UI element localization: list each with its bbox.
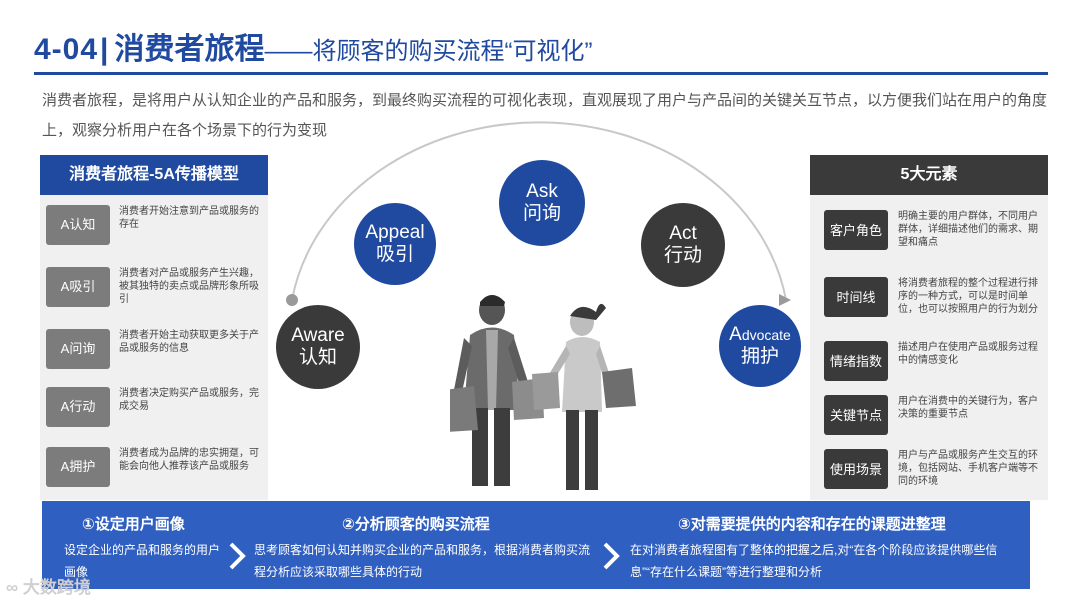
title-main: 消费者旅程	[114, 33, 265, 66]
arc-start-dot	[286, 294, 298, 306]
five-elements-panel: 5大元素 客户角色 明确主要的用户群体，不同用户群体，详细描述他们的需求、期望和…	[810, 155, 1048, 500]
stage-tag: A吸引	[46, 267, 110, 307]
node-en-label: Aware	[291, 325, 345, 346]
man-figure	[450, 295, 544, 486]
stage-row: A行动 消费者决定购买产品或服务，完成交易	[46, 387, 264, 431]
stage-tag: A拥护	[46, 447, 110, 487]
stage-row: A问询 消费者开始主动获取更多关于产品或服务的信息	[46, 329, 264, 373]
stage-row: A吸引 消费者对产品或服务产生兴趣，被其独特的卖点或品牌形象所吸引	[46, 267, 264, 311]
node-zh-label: 认知	[298, 347, 337, 368]
woman-figure	[532, 303, 636, 490]
element-tag: 时间线	[824, 277, 888, 317]
step-3-title: ③对需要提供的内容和存在的课题进整理	[678, 516, 946, 533]
node-zh-label: 吸引	[375, 244, 414, 265]
element-description: 描述用户在使用产品或服务过程中的情感变化	[898, 342, 1038, 366]
title-subtitle: 将顾客的购买流程“可视化”	[312, 38, 593, 65]
shopper-illustration	[450, 295, 636, 490]
step-1-text: 设定企业的产品和服务的用户画像	[64, 543, 221, 579]
node-en-label: Advocate	[729, 324, 791, 346]
stage-row: A认知 消费者开始注意到产品或服务的存在	[46, 205, 264, 249]
arc-end-arrow	[779, 294, 791, 306]
stage-description: 消费者决定购买产品或服务，完成交易	[119, 388, 259, 412]
journey-node-ask: Ask 问询	[499, 160, 585, 246]
title-separator: |	[100, 33, 109, 66]
page-title: 4-04|消费者旅程——将顾客的购买流程“可视化”	[34, 24, 592, 68]
stage-description: 消费者开始注意到产品或服务的存在	[119, 206, 259, 230]
stage-tag: A行动	[46, 387, 110, 427]
chevron-right-icon	[229, 542, 246, 570]
stage-row: A拥护 消费者成为品牌的忠实拥趸，可能会向他人推荐该产品或服务	[46, 447, 264, 491]
element-tag: 客户角色	[824, 210, 888, 250]
title-dash: ——	[264, 38, 313, 65]
element-description: 用户在消费中的关键行为，客户决策的重要节点	[898, 396, 1038, 420]
watermark: ∞ 大数跨境	[6, 573, 91, 598]
stage-tag: A认知	[46, 205, 110, 245]
panel-heading: 5大元素	[810, 155, 1048, 195]
title-underline	[34, 72, 1048, 75]
step-2-text: 思考顾客如何认知并购买企业的产品和服务，根据消费者购买流程分析应该采取哪些具体的…	[254, 543, 591, 579]
node-zh-label: 问询	[522, 203, 561, 224]
journey-node-appeal: Appeal 吸引	[354, 203, 436, 285]
journey-node-aware: Aware 认知	[276, 305, 360, 389]
journey-node-act: Act 行动	[641, 203, 725, 287]
node-zh-label: 拥护	[740, 346, 779, 367]
chevron-right-icon	[603, 542, 620, 570]
watermark-text: 大数跨境	[22, 578, 91, 597]
element-tag: 情绪指数	[824, 341, 888, 381]
node-zh-label: 行动	[663, 245, 702, 266]
node-en-rest: dvocate	[741, 327, 791, 343]
five-a-model-panel: 消费者旅程-5A传播模型 A认知 消费者开始注意到产品或服务的存在 A吸引 消费…	[40, 155, 268, 500]
stage-description: 消费者对产品或服务产生兴趣，被其独特的卖点或品牌形象所吸引	[119, 268, 259, 305]
step-3-text: 在对消费者旅程图有了整体的把握之后,对“在各个阶段应该提供哪些信息”“存在什么课…	[630, 543, 998, 579]
stage-tag: A问询	[46, 329, 110, 369]
panel-heading: 消费者旅程-5A传播模型	[40, 155, 268, 195]
element-description: 将消费者旅程的整个过程进行排序的一种方式，可以是时间单位，也可以按照用户的行为划…	[898, 278, 1038, 315]
intro-paragraph: 消费者旅程，是将用户从认知企业的产品和服务，到最终购买流程的可视化表现，直观展现…	[42, 92, 1048, 139]
element-tag: 使用场景	[824, 449, 888, 489]
element-description: 用户与产品或服务产生交互的环境，包括网站、手机客户端等不同的环境	[898, 450, 1038, 487]
section-number: 4-04	[34, 33, 99, 66]
element-tag: 关键节点	[824, 395, 888, 435]
node-en-label: Appeal	[365, 222, 425, 243]
step-1-title: ①设定用户画像	[82, 516, 185, 533]
element-description: 明确主要的用户群体，不同用户群体，详细描述他们的需求、期望和痛点	[898, 211, 1038, 248]
journey-node-advocate: Advocate 拥护	[719, 305, 801, 387]
stage-description: 消费者成为品牌的忠实拥趸，可能会向他人推荐该产品或服务	[119, 448, 259, 472]
watermark-logo-icon: ∞	[6, 578, 23, 597]
node-en-label: Ask	[526, 181, 558, 202]
node-en-cap: A	[729, 324, 742, 345]
node-en-label: Act	[669, 223, 697, 244]
steps-bar: ①设定用户画像 设定企业的产品和服务的用户画像 ②分析顾客的购买流程 思考顾客如…	[42, 501, 1030, 589]
stage-description: 消费者开始主动获取更多关于产品或服务的信息	[119, 330, 259, 354]
step-2-title: ②分析顾客的购买流程	[342, 516, 490, 533]
